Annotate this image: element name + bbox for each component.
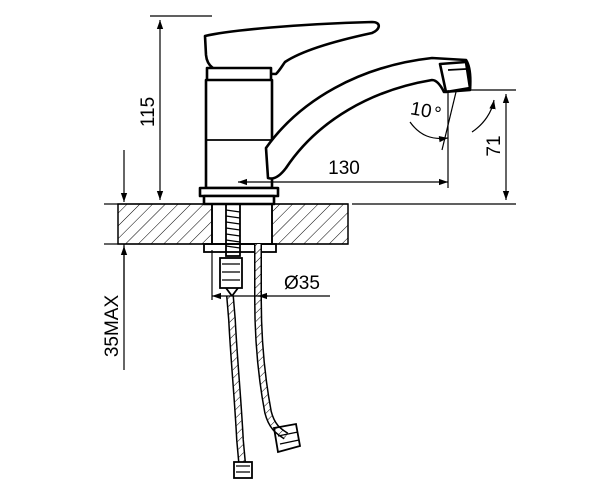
- faucet-body: [198, 20, 472, 206]
- countertop-section: [117, 203, 349, 245]
- dimension-base-diameter: Ø35: [211, 250, 330, 300]
- spout-angle-unit: °: [434, 104, 442, 125]
- dimension-spout-angle: 10 °: [409, 91, 496, 151]
- spout-reach-label: 130: [328, 158, 360, 179]
- mounting-assembly: [203, 203, 302, 479]
- aerator: [438, 60, 472, 94]
- lever-handle: [203, 20, 381, 76]
- main-body: [204, 78, 274, 190]
- base-diameter-label: Ø35: [284, 273, 320, 294]
- dimension-spout-reach: 130: [238, 90, 449, 188]
- dimension-total-height: 115: [138, 15, 212, 200]
- dimension-max-deck-thickness: 35MAX: [102, 150, 128, 370]
- spout-angle-value: 10: [409, 98, 433, 122]
- dimension-spout-height: 71: [352, 89, 516, 205]
- spout-height-label: 71: [484, 135, 505, 156]
- max-deck-thickness-label: 35MAX: [102, 295, 123, 358]
- total-height-label: 115: [138, 97, 159, 127]
